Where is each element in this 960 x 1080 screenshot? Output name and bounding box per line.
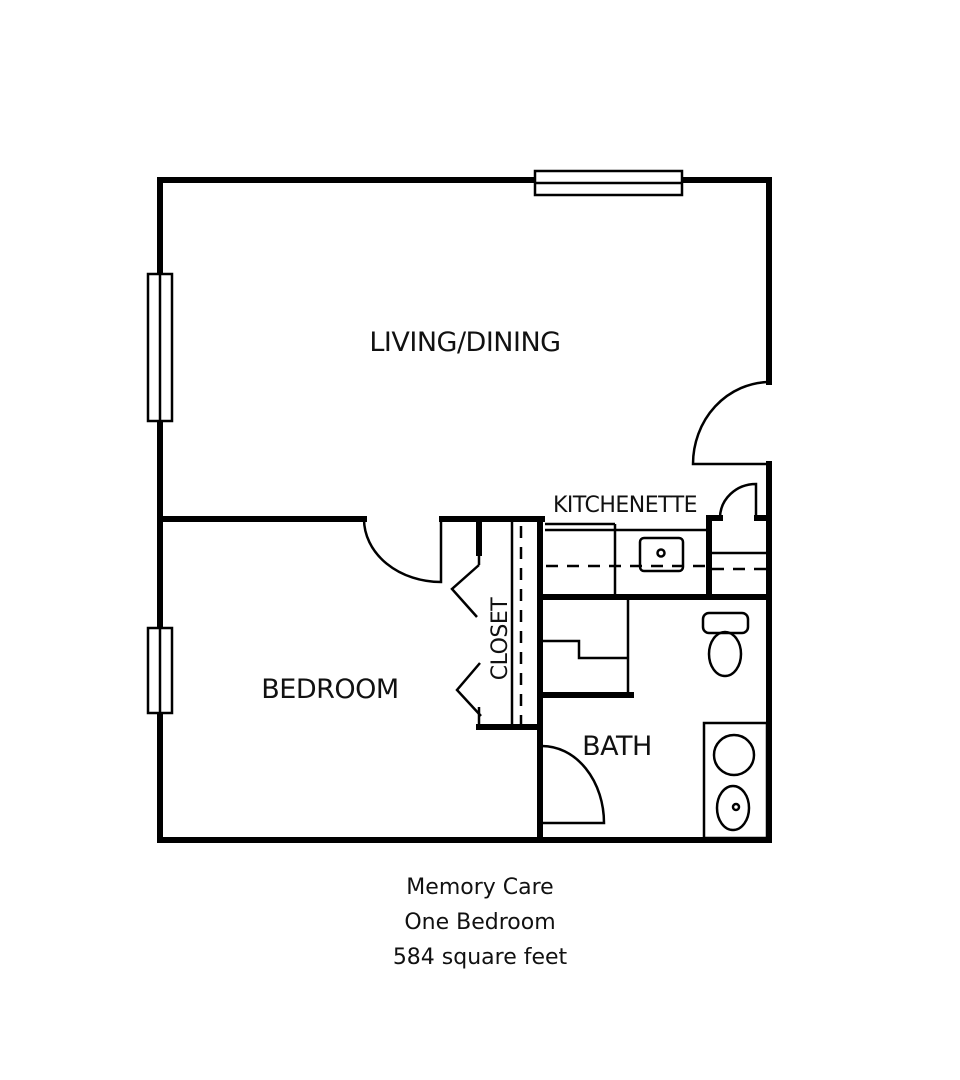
room-label-bedroom: BEDROOM (261, 674, 398, 705)
caption-title: Memory Care (406, 875, 554, 900)
room-label-kitchenette: KITCHENETTE (553, 493, 697, 518)
caption-unit-type: One Bedroom (404, 910, 556, 935)
bedroom-wall (157, 516, 545, 584)
room-label-closet: CLOSET (488, 597, 513, 681)
toilet (701, 611, 750, 678)
closet (450, 516, 543, 843)
window-top (533, 169, 684, 197)
caption-area: 584 square feet (392, 945, 568, 970)
room-label-living: LIVING/DINING (369, 327, 560, 358)
room-label-bath: BATH (582, 731, 652, 762)
entry-door (691, 380, 770, 466)
window-left-upper (146, 272, 174, 423)
kitchenette (539, 482, 772, 600)
window-left-lower (146, 626, 174, 715)
outer-walls (157, 177, 772, 843)
kitchen-sink (638, 536, 685, 573)
floor-plan-caption: Memory Care One Bedroom 584 square feet (0, 870, 960, 975)
bath (539, 599, 769, 840)
